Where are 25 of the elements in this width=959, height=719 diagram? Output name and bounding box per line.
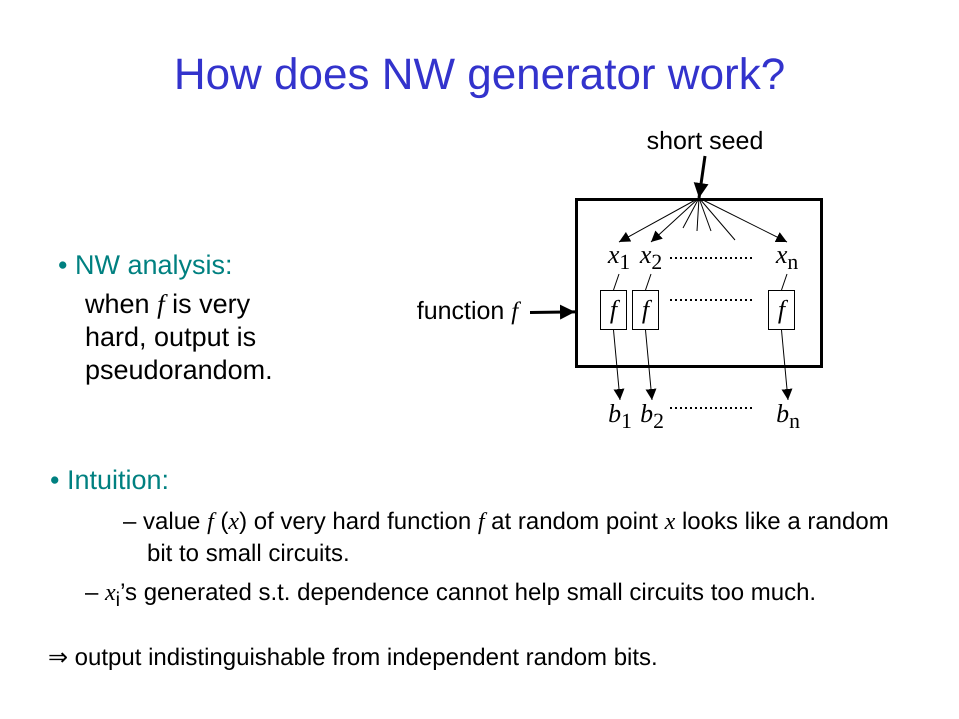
arrow <box>694 156 709 198</box>
connector-line <box>645 274 652 290</box>
connector-line <box>781 274 788 290</box>
bullet-heading: • NW analysis: <box>58 249 232 282</box>
arrow <box>530 304 576 320</box>
generator-box <box>575 198 823 368</box>
function-label: function f <box>405 296 530 326</box>
output-bit: b$_{n}$ <box>770 400 806 434</box>
conclusion-text: ⇒ output indistinguishable from independent random bits. <box>48 643 659 673</box>
input-variable: x$_{n}$ <box>770 242 804 274</box>
sub-bullet-text: – x$_{i}$’s generated s.t. dependence cannot help small circuits too much. <box>85 578 818 613</box>
function-box: f <box>768 290 795 330</box>
function-box: f <box>600 290 627 330</box>
connector-line <box>613 274 620 290</box>
input-variable: x$_{2}$ <box>634 242 668 274</box>
function-box: f <box>632 290 659 330</box>
slide-title: How does NW generator work? <box>172 50 786 100</box>
bullet-heading: • Intuition: <box>50 464 170 497</box>
sub-bullet-text: – value f (x) of very hard function f at random point x looks like a random bit to small circuits. <box>123 507 890 569</box>
bullet-text: when f is very hard, output is pseudorandom. <box>85 288 274 387</box>
arrow <box>645 330 656 400</box>
input-variable: x$_{1}$ <box>602 242 636 274</box>
seed-label: short seed <box>640 126 770 156</box>
arrow <box>781 330 792 400</box>
arrow <box>613 330 624 400</box>
